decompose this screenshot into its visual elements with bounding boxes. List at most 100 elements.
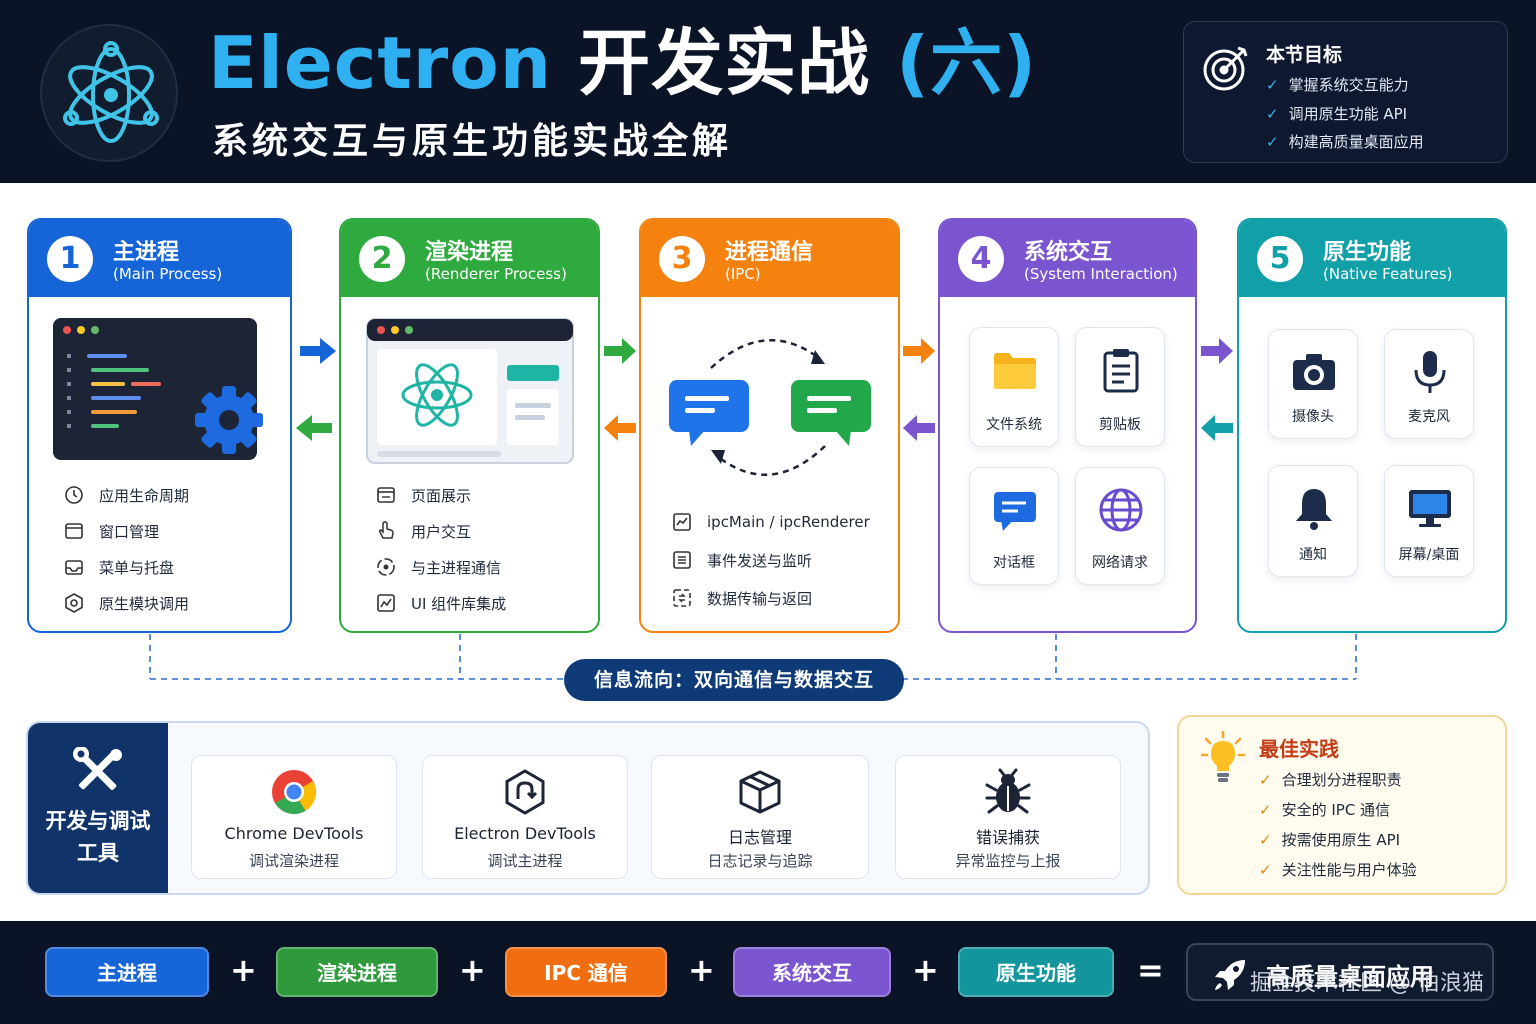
- best-practice-text: 关注性能与用户体验: [1281, 861, 1417, 879]
- dev-tools-panel: 开发与调试 工具 Chrome DevTools 调试渲染进程 Electron…: [26, 721, 1150, 895]
- check-icon: ✓: [1266, 105, 1279, 123]
- module-icon: [65, 593, 83, 613]
- arrow-left-icon: [296, 415, 332, 441]
- tile-label: 屏幕/桌面: [1398, 547, 1460, 563]
- feature-text: ipcMain / ipcRenderer: [707, 513, 870, 531]
- electron-logo: [40, 24, 178, 162]
- feature-item: 原生模块调用: [63, 592, 189, 614]
- best-practice-item: ✓关注性能与用户体验: [1259, 859, 1417, 880]
- check-icon: ✓: [1259, 801, 1272, 819]
- tool-name: Electron DevTools: [454, 824, 596, 843]
- stage-header: 5 原生功能 (Native Features): [1239, 220, 1505, 297]
- stage-native-features: 5 原生功能 (Native Features) 摄像头 麦克风 通知 屏幕/桌…: [1237, 218, 1507, 633]
- tool-name: Chrome DevTools: [224, 824, 364, 843]
- stage-number: 4: [958, 236, 1004, 282]
- tile-network-request[interactable]: 网络请求: [1075, 467, 1165, 585]
- check-icon: ✓: [1259, 831, 1272, 849]
- best-practice-text: 按需使用原生 API: [1281, 831, 1401, 849]
- check-icon: ✓: [1266, 133, 1279, 151]
- tile-label: 剪贴板: [1099, 417, 1141, 433]
- tile-clipboard[interactable]: 剪贴板: [1075, 327, 1165, 447]
- stage-number: 3: [659, 236, 705, 282]
- tile-notification[interactable]: 通知: [1268, 465, 1358, 577]
- page-title: Electron 开发实战 (六): [208, 22, 1037, 104]
- goals-title: 本节目标: [1266, 44, 1343, 66]
- tool-log-management[interactable]: 日志管理 日志记录与追踪: [651, 755, 869, 879]
- tile-camera[interactable]: 摄像头: [1268, 329, 1358, 439]
- stage-subtitle: (Main Process): [113, 265, 223, 283]
- feature-item: 页面展示: [375, 484, 471, 506]
- tile-dialog[interactable]: 对话框: [969, 467, 1059, 585]
- electron-hexagon-icon: [505, 769, 545, 815]
- equals-sign: =: [1137, 951, 1164, 989]
- tool-electron-devtools[interactable]: Electron DevTools 调试主进程: [422, 755, 628, 879]
- tile-file-system[interactable]: 文件系统: [969, 327, 1059, 447]
- folder-icon: [994, 353, 1036, 389]
- tools-label-line1: 开发与调试: [45, 809, 151, 833]
- feature-text: 原生模块调用: [99, 594, 190, 613]
- list-icon: [673, 551, 691, 569]
- tool-name: 日志管理: [727, 828, 792, 847]
- tool-desc: 异常监控与上报: [955, 852, 1061, 870]
- feature-item: UI 组件库集成: [375, 592, 506, 614]
- pill-system-interaction: 系统交互: [733, 947, 891, 997]
- tool-chrome-devtools[interactable]: Chrome DevTools 调试渲染进程: [191, 755, 397, 879]
- tools-side-label: 开发与调试 工具: [28, 723, 168, 893]
- chrome-icon: [272, 770, 316, 815]
- feature-text: UI 组件库集成: [411, 594, 507, 613]
- tools-label-line2: 工具: [77, 841, 119, 865]
- best-practice-item: ✓安全的 IPC 通信: [1259, 799, 1390, 820]
- box-package-icon: [739, 770, 781, 814]
- window-icon: [65, 523, 83, 539]
- stage-title: 原生功能: [1323, 240, 1412, 265]
- tool-name: 错误捕获: [975, 828, 1040, 847]
- title-electron: Electron: [208, 21, 553, 105]
- tile-label: 对话框: [993, 555, 1035, 571]
- feature-item: 事件发送与监听: [671, 549, 812, 571]
- tray-icon: [65, 560, 83, 575]
- plus-sign: +: [912, 951, 939, 989]
- feature-item: 用户交互: [375, 520, 471, 542]
- page-icon: [377, 487, 395, 503]
- tile-label: 通知: [1299, 547, 1327, 563]
- stage-title: 渲染进程: [425, 240, 514, 265]
- clock-icon: [65, 486, 83, 504]
- plus-sign: +: [688, 951, 715, 989]
- tile-label: 麦克风: [1408, 409, 1450, 425]
- goals-panel: 本节目标 ✓掌握系统交互能力 ✓调用原生功能 API ✓构建高质量桌面应用: [1183, 21, 1508, 163]
- electron-atom-icon: [63, 41, 159, 143]
- stage-header: 4 系统交互 (System Interaction): [940, 220, 1195, 297]
- wrench-screwdriver-icon: [73, 747, 122, 790]
- arrow-left-icon: [903, 415, 935, 441]
- stage-subtitle: (Renderer Process): [425, 265, 567, 283]
- sync-icon: [377, 558, 395, 576]
- flow-banner: 信息流向：双向通信与数据交互: [564, 659, 904, 701]
- tile-microphone[interactable]: 麦克风: [1384, 329, 1474, 439]
- tool-error-capture[interactable]: 错误捕获 异常监控与上报: [895, 755, 1121, 879]
- feature-text: 用户交互: [411, 522, 472, 541]
- monitor-chart-icon: [673, 513, 691, 531]
- microphone-icon: [1414, 351, 1446, 393]
- tool-desc: 调试主进程: [487, 852, 563, 870]
- title-rest: 开发实战: [552, 21, 871, 105]
- feature-text: 与主进程通信: [411, 558, 502, 577]
- goal-text: 掌握系统交互能力: [1288, 76, 1409, 94]
- feature-item: ipcMain / ipcRenderer: [671, 511, 870, 533]
- feature-text: 菜单与托盘: [99, 558, 175, 577]
- goal-item: ✓调用原生功能 API: [1266, 103, 1407, 124]
- stage-header: 1 主进程 (Main Process): [29, 220, 290, 297]
- feature-text: 数据传输与返回: [707, 589, 813, 608]
- feature-item: 应用生命周期: [63, 484, 189, 506]
- feature-item: 窗口管理: [63, 520, 159, 542]
- browser-window-react-illustration: [366, 318, 574, 464]
- flow-connector-lines: [149, 634, 1357, 680]
- tile-screen-desktop[interactable]: 屏幕/桌面: [1384, 465, 1474, 577]
- result-pill: 高质量桌面应用: [1186, 943, 1494, 1001]
- feature-text: 页面展示: [411, 486, 472, 505]
- check-icon: ✓: [1259, 771, 1272, 789]
- monitor-icon: [1409, 490, 1451, 527]
- stage-system-interaction: 4 系统交互 (System Interaction) 文件系统 剪贴板 对话框…: [938, 218, 1197, 633]
- bug-icon: [985, 768, 1031, 814]
- stage-title: 主进程: [113, 240, 180, 265]
- pointer-hand-icon: [378, 521, 394, 539]
